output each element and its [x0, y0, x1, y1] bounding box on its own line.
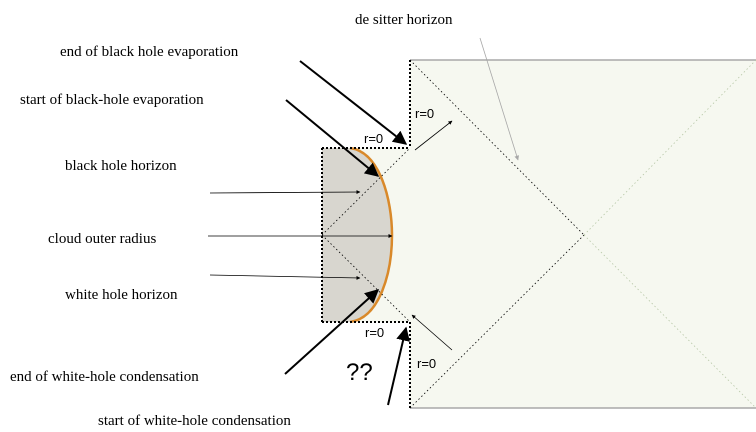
- pointer-arrows: [208, 37, 520, 406]
- r0-bottom-vertical: r=0: [417, 356, 436, 371]
- desitter-diagonals-right: [583, 59, 756, 409]
- r0-bottom-horizontal: r=0: [365, 325, 384, 340]
- arrow-r0-top-outgoing: [414, 120, 453, 151]
- label-cloud-outer-radius: cloud outer radius: [48, 231, 156, 247]
- collapsing-cloud-region: [322, 148, 392, 322]
- label-black-hole-horizon: black hole horizon: [65, 158, 177, 174]
- r0-top-vertical: r=0: [415, 106, 434, 121]
- null-rays: [321, 59, 585, 409]
- label-end-wh-condensation: end of white-hole condensation: [10, 369, 199, 385]
- label-start-wh-condensation: start of white-hole condensation: [98, 413, 291, 429]
- question-marks: ??: [346, 359, 373, 386]
- arrow-white-hole-horizon: [209, 274, 361, 280]
- arrow-de-sitter-horizon: [479, 37, 520, 161]
- r0-top-horizontal: r=0: [364, 131, 383, 146]
- label-start-bh-evaporation: start of black-hole evaporation: [20, 92, 204, 108]
- label-white-hole-horizon: white hole horizon: [65, 287, 178, 303]
- label-de-sitter-horizon: de sitter horizon: [355, 12, 453, 28]
- label-end-bh-evaporation: end of black hole evaporation: [60, 44, 239, 60]
- arrow-r0-bottom-incoming: [411, 314, 453, 351]
- arrow-end-bh-evaporation: [299, 60, 408, 145]
- arrow-start-bh-evaporation: [285, 99, 380, 177]
- r0-singularities: [321, 60, 411, 408]
- de-sitter-region: [350, 60, 756, 408]
- arrow-end-wh-condensation: [284, 289, 380, 375]
- arrow-black-hole-horizon: [209, 190, 361, 195]
- arrow-start-wh-condensation: [387, 326, 410, 406]
